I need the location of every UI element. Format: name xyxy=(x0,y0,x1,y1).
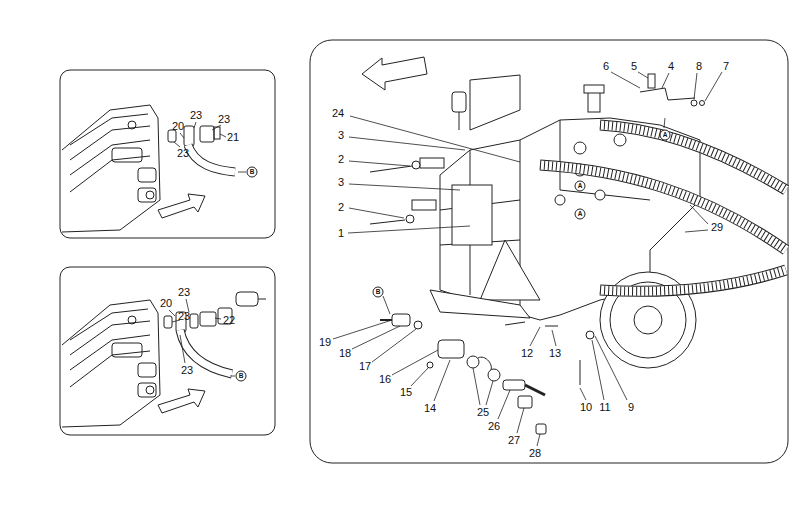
callout-number: 27 xyxy=(508,435,520,446)
bolt xyxy=(370,161,594,385)
callout-number: 3 xyxy=(338,130,344,141)
direction-arrow xyxy=(158,194,205,218)
callout-number: 1 xyxy=(338,228,344,239)
callout-number: 22 xyxy=(223,315,235,326)
callout-number: 8 xyxy=(696,61,702,72)
callout-number: 4 xyxy=(668,61,674,72)
callout-number: 28 xyxy=(529,448,541,459)
callout-number: 2 xyxy=(338,154,344,165)
gearbox-body xyxy=(412,75,700,368)
reference-circle xyxy=(247,167,257,177)
gearbox-detail xyxy=(62,105,235,232)
callout-number: 24 xyxy=(332,108,344,119)
callout-number: 23 xyxy=(181,365,193,376)
reference-letter: A xyxy=(663,132,668,139)
reference-circle xyxy=(236,371,246,381)
callout-number: 12 xyxy=(521,348,533,359)
callout-number: 29 xyxy=(711,222,723,233)
callout-number: 23 xyxy=(177,148,189,159)
reference-circle xyxy=(660,130,670,140)
callout-number: 9 xyxy=(628,402,634,413)
direction-arrow xyxy=(362,57,427,90)
callout-number: 18 xyxy=(339,348,351,359)
fitting-assembly xyxy=(380,314,546,434)
reference-circle xyxy=(575,181,585,191)
direction-arrow xyxy=(158,389,205,413)
hose xyxy=(540,125,786,291)
reference-letter: B xyxy=(239,373,244,380)
inset-panel xyxy=(60,70,275,238)
callout-number: 20 xyxy=(160,298,172,309)
callout-number: 26 xyxy=(488,421,500,432)
main-panel xyxy=(310,40,788,463)
reference-circle xyxy=(373,287,383,297)
callout-number: 10 xyxy=(580,402,592,413)
reference-letter: A xyxy=(578,183,583,190)
reference-circle xyxy=(575,209,585,219)
callout-number: 2 xyxy=(338,202,344,213)
callout-number: 15 xyxy=(400,387,412,398)
callout-number: 19 xyxy=(319,337,331,348)
callout-number: 3 xyxy=(338,177,344,188)
callout-number: 23 xyxy=(178,287,190,298)
gearbox-detail xyxy=(62,292,266,427)
callout-number: 21 xyxy=(227,132,239,143)
inset-panel xyxy=(60,267,275,435)
leader-lines xyxy=(169,72,722,446)
callout-number: 6 xyxy=(603,61,609,72)
reference-letter: B xyxy=(376,289,381,296)
callout-number: 14 xyxy=(424,403,436,414)
callout-number: 7 xyxy=(723,61,729,72)
callout-number: 11 xyxy=(599,402,610,413)
callout-number: 5 xyxy=(631,61,637,72)
callout-number: 16 xyxy=(379,374,391,385)
callout-number: 23 xyxy=(178,311,190,322)
callout-number: 25 xyxy=(477,407,489,418)
callout-number: 23 xyxy=(190,110,202,121)
callout-number: 23 xyxy=(218,114,230,125)
reference-letter: A xyxy=(578,211,583,218)
reference-letter: B xyxy=(250,169,255,176)
callout-number: 20 xyxy=(172,121,184,132)
callout-number: 17 xyxy=(359,361,371,372)
callout-number: 13 xyxy=(549,348,561,359)
